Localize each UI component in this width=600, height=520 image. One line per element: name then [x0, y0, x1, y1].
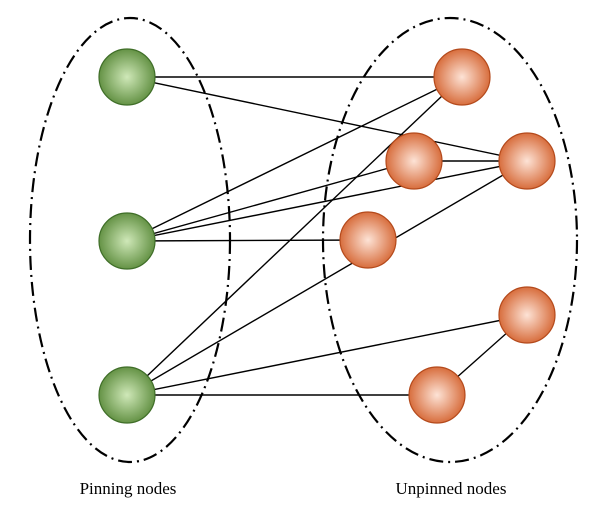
unpinned-node-u1: [433, 48, 491, 106]
edge-p2-u3: [126, 160, 528, 242]
pinning-nodes-label: Pinning nodes: [80, 479, 177, 498]
node-layer: [98, 48, 556, 424]
edge-p2-u1: [126, 76, 463, 242]
pinning-node-p3: [98, 366, 156, 424]
edge-p2-u2: [126, 160, 415, 242]
unpinned-node-u3: [498, 132, 556, 190]
pinning-node-p1: [98, 48, 156, 106]
edge-layer: [126, 76, 528, 396]
unpinned-nodes-label: Unpinned nodes: [396, 479, 507, 498]
edge-p3-u5: [126, 314, 528, 396]
unpinned-node-u4: [339, 211, 397, 269]
edge-p3-u1: [126, 76, 463, 396]
edge-p1-u3: [126, 76, 528, 162]
unpinned-node-u6: [408, 366, 466, 424]
unpinned-node-u2: [385, 132, 443, 190]
edge-p2-u4: [126, 239, 369, 242]
pinning-node-p2: [98, 212, 156, 270]
edge-p3-u3: [126, 160, 528, 396]
unpinned-node-u5: [498, 286, 556, 344]
